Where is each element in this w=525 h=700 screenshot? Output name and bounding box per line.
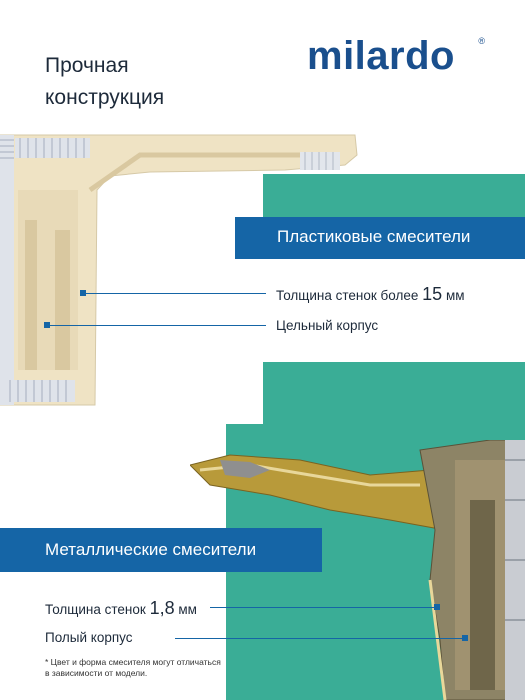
plastic-wall-value: 15 (422, 284, 443, 304)
plastic-title-banner: Пластиковые смесители (235, 217, 525, 259)
plastic-wall-leader-line (84, 293, 266, 294)
plastic-wall-unit: мм (445, 288, 465, 303)
footnote-line-1: * Цвет и форма смесителя могут отличатьс… (45, 657, 221, 667)
plastic-info-panel (263, 255, 525, 362)
metal-wall-spec: Толщина стенок 1,8 мм (45, 598, 197, 619)
metal-wall-label: Толщина стенок (45, 602, 146, 617)
metal-faucet-image (190, 440, 525, 700)
metal-wall-marker (434, 604, 440, 610)
logo-text: milardo (307, 34, 455, 78)
plastic-body-spec: Цельный корпус (276, 318, 379, 333)
plastic-faucet-image (0, 134, 358, 406)
headline-line-2: конструкция (45, 86, 165, 109)
plastic-wall-spec: Толщина стенок более 15 мм (276, 284, 465, 305)
headline-line-1: Прочная (45, 54, 129, 77)
metal-wall-leader-line (210, 607, 438, 608)
metal-wall-unit: мм (178, 602, 197, 617)
metal-wall-value: 1,8 (149, 598, 175, 618)
page-headline: Прочная конструкция (45, 50, 164, 114)
plastic-body-marker (44, 322, 50, 328)
plastic-wall-marker (80, 290, 86, 296)
metal-body-spec: Полый корпус (45, 630, 133, 645)
plastic-wall-label: Толщина стенок более (276, 288, 419, 303)
metal-body-marker (462, 635, 468, 641)
metal-title-banner: Металлические смесители (0, 528, 322, 572)
milardo-logo: milardo ® (307, 32, 485, 82)
plastic-body-leader-line (48, 325, 266, 326)
metal-body-leader-line (175, 638, 465, 639)
footnote: * Цвет и форма смесителя могут отличатьс… (45, 657, 245, 679)
logo-registered-mark: ® (478, 36, 485, 46)
footnote-line-2: в зависимости от модели. (45, 668, 148, 678)
